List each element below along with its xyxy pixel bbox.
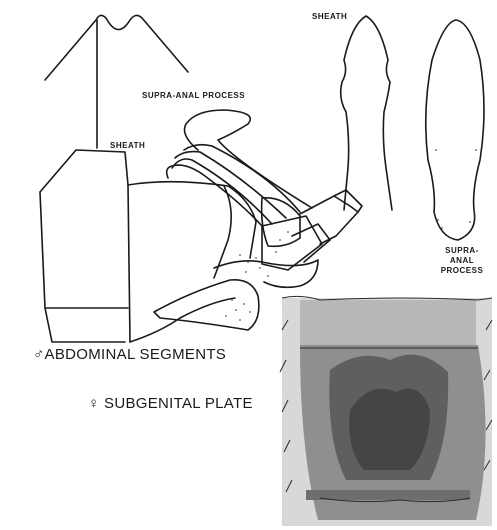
sheath-top-label: SHEATH	[312, 12, 347, 21]
male-abdominal-segments	[40, 150, 256, 342]
supra-anal-line-3: PROCESS	[427, 266, 497, 276]
supra-anal-line-2: ANAL	[427, 256, 497, 266]
supra-anal-process-bottom-label: SUPRA- ANAL PROCESS	[427, 246, 497, 276]
male-abdominal-segments-caption: ♂ABDOMINAL SEGMENTS	[33, 346, 226, 363]
supra-anal-line-1: SUPRA-	[427, 246, 497, 256]
cerci-sheath	[167, 110, 312, 226]
female-subgenital-plate	[280, 296, 492, 526]
supra-anal-process-top-view	[426, 20, 484, 240]
dorsal-outline	[45, 15, 188, 148]
stipple-shading	[225, 149, 477, 321]
sheath-side-label: SHEATH	[110, 141, 145, 150]
female-subgenital-plate-caption: ♀ SUBGENITAL PLATE	[88, 395, 253, 412]
supra-anal-process-label: SUPRA-ANAL PROCESS	[142, 91, 245, 100]
sheath-top-view	[341, 16, 392, 210]
